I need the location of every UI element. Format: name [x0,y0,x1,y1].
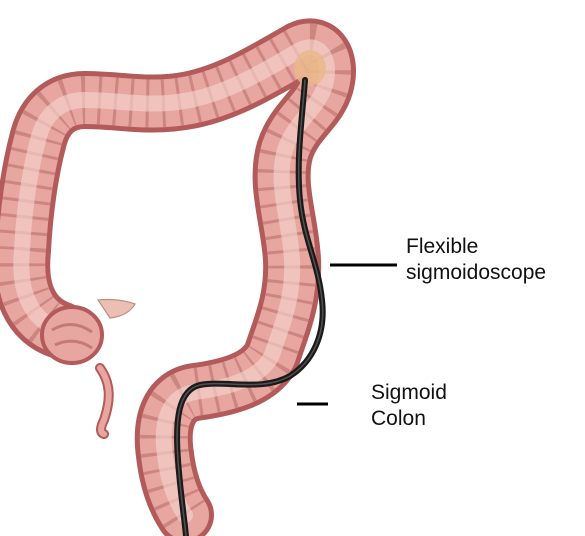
sigmoidoscope-label: Flexible sigmoidoscope [406,234,546,286]
sigmoid-colon-label-line2: Colon [371,406,447,432]
cecum [42,307,102,363]
sigmoid-colon-label: Sigmoid Colon [371,380,447,432]
sigmoidoscope-label-line1: Flexible [406,234,546,260]
sigmoidoscope-label-line2: sigmoidoscope [406,260,546,286]
sigmoid-colon-label-line1: Sigmoid [371,380,447,406]
mesentery-flap [98,300,135,319]
scope-tip [294,50,326,86]
